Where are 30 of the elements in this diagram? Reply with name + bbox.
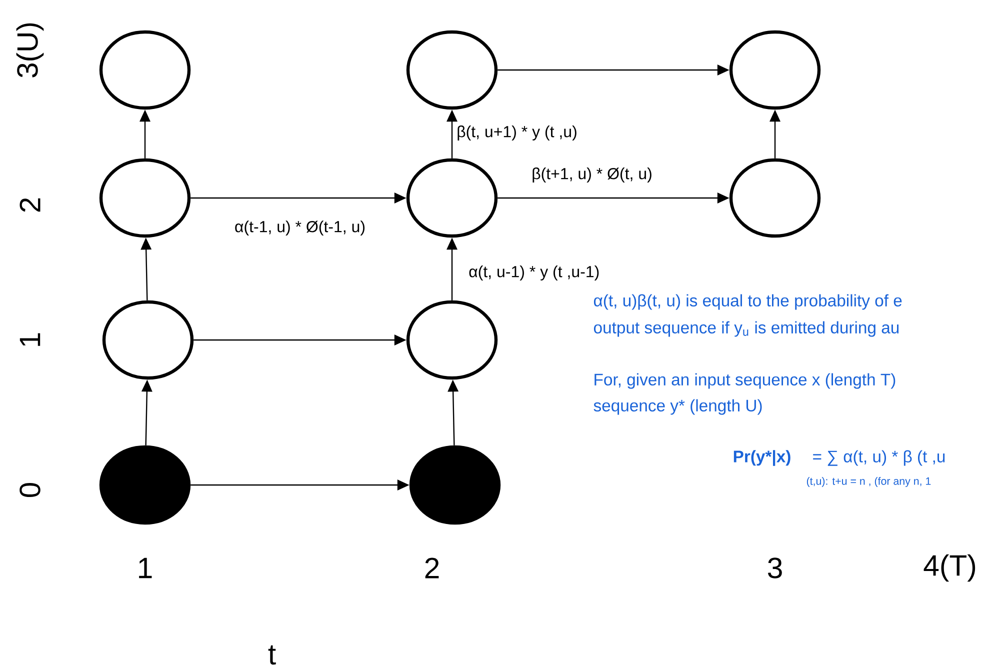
formula-text: Pr(y*|x)	[734, 450, 790, 466]
formula-text: = ∑ α(t, u) * β (t ,u	[813, 450, 945, 466]
note-text: α(t, u)β(t, u) is equal to the probability of e	[594, 294, 902, 310]
note-text: output sequence if y$_{u}$ is emitted during au	[594, 321, 899, 337]
circle-node	[406, 30, 498, 110]
axis-title: t	[268, 645, 276, 665]
axis-tick-label: 2	[425, 558, 439, 578]
filled-circle	[409, 445, 501, 525]
formula-note: (t,u): t+u = n , (for any n, 1	[806, 477, 931, 487]
edge-label: β(t, u+1) * y (t ,u)	[455, 124, 579, 142]
edge-label: β(t+1, u) * Ø(t, u)	[530, 166, 654, 184]
note-text: sequence y* (length U)	[594, 399, 762, 415]
filled-circle	[99, 445, 191, 525]
axis-tick-label: 3(U)	[16, 23, 44, 78]
edge-label: α(t, u-1) * y (t ,u-1)	[467, 264, 601, 282]
edge-label: α(t-1, u) * Ø(t-1, u)	[233, 219, 367, 237]
axis-tick-label: 0	[20, 483, 40, 498]
circle-node	[729, 30, 821, 110]
circle-node	[406, 158, 498, 238]
circle-node	[99, 30, 191, 110]
circle-node	[406, 300, 498, 380]
axis-tick-label: 1	[139, 558, 152, 578]
note-text: For, given an input sequence x (length T)	[594, 373, 896, 389]
circle-node	[729, 158, 821, 238]
circle-node	[102, 300, 194, 380]
axis-tick-label: 2	[20, 198, 40, 212]
axis-tick-label: 3	[768, 558, 782, 578]
axis-tick-label: 1	[20, 333, 40, 346]
circle-node	[99, 158, 191, 238]
axis-tick-label: 4(T)	[924, 554, 976, 582]
